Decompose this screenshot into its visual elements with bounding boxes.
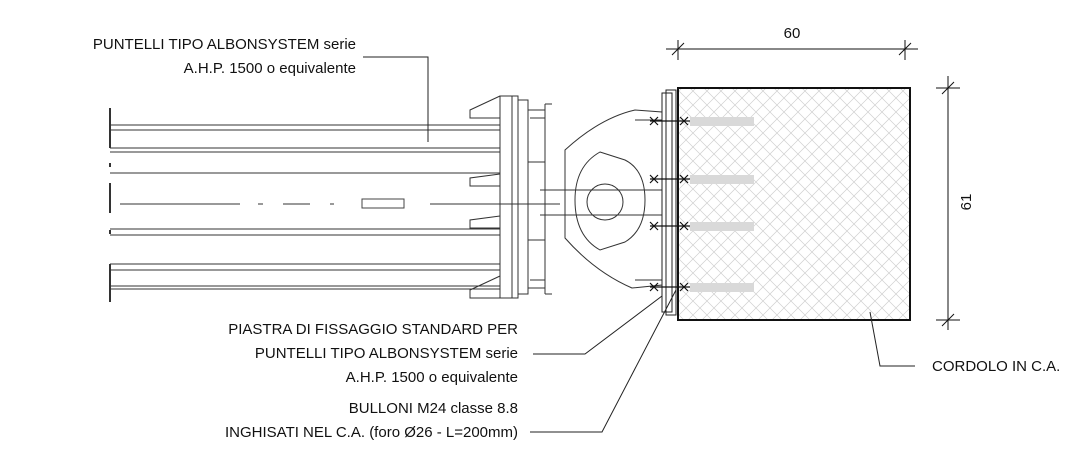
struts-leader xyxy=(363,56,429,142)
bolts-leader xyxy=(530,289,677,433)
strut-head xyxy=(469,95,552,299)
plate-label: PIASTRA DI FISSAGGIO STANDARD PER PUNTEL… xyxy=(228,321,518,386)
connection-plate xyxy=(530,109,663,289)
dimension-width xyxy=(666,40,918,60)
anchor-bolts xyxy=(649,116,754,292)
plate-label-line1: PIASTRA DI FISSAGGIO STANDARD PER xyxy=(228,321,518,338)
plate-label-line3: A.H.P. 1500 o equivalente xyxy=(346,369,518,386)
dimension-height-label: 61 xyxy=(958,194,975,211)
dimension-height xyxy=(936,76,960,330)
curb-label: CORDOLO IN C.A. xyxy=(932,358,1060,375)
struts-label-line1: PUNTELLI TIPO ALBONSYSTEM serie xyxy=(93,36,356,53)
bolts-label-line2: INGHISATI NEL C.A. (foro Ø26 - L=200mm) xyxy=(225,424,518,441)
plate-label-line2: PUNTELLI TIPO ALBONSYSTEM serie xyxy=(255,345,518,362)
plate-leader xyxy=(533,295,663,355)
curb-leader xyxy=(869,311,915,367)
bolts-label: BULLONI M24 classe 8.8 INGHISATI NEL C.A… xyxy=(225,400,518,441)
struts-label-line2: A.H.P. 1500 o equivalente xyxy=(184,60,356,77)
strut-beams xyxy=(109,108,560,302)
struts-label: PUNTELLI TIPO ALBONSYSTEM serie A.H.P. 1… xyxy=(93,36,356,77)
pin-circle xyxy=(586,183,624,221)
concrete-curb xyxy=(677,87,911,321)
base-plate xyxy=(661,89,677,316)
bolts-label-line1: BULLONI M24 classe 8.8 xyxy=(349,400,518,417)
dimension-width-label: 60 xyxy=(784,25,801,42)
leader-lines xyxy=(363,56,915,433)
